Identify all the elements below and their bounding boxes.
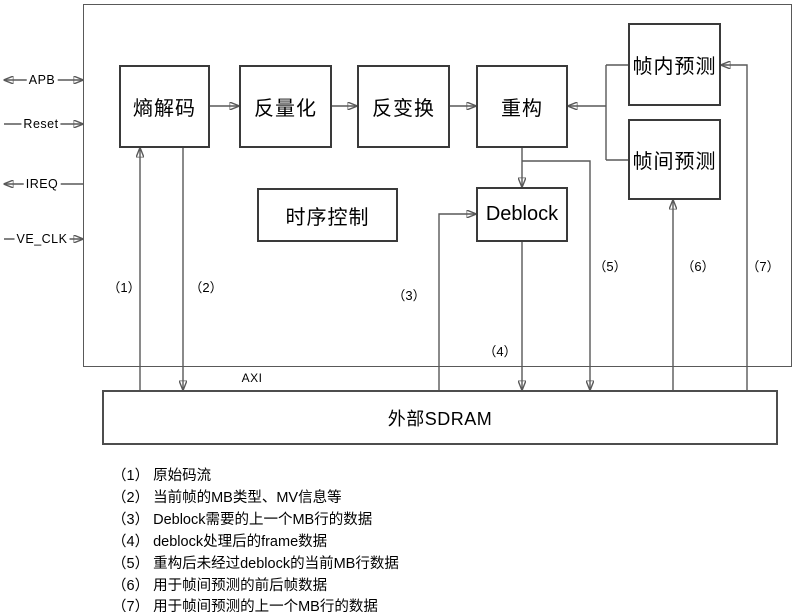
arrow-label-3: （3）	[392, 288, 426, 303]
legend-item-6: （6） 用于帧间预测的前后帧数据	[112, 577, 328, 594]
legend-item-2: （2） 当前帧的MB类型、MV信息等	[112, 489, 342, 506]
inverse-quantization-block: 反量化	[239, 65, 332, 148]
arrow-label-4: （4）	[483, 344, 517, 359]
inter-prediction-block: 帧间预测	[628, 119, 721, 200]
reconstruction-block: 重构	[476, 65, 568, 148]
legend-item-7: （7） 用于帧间预测的上一个MB行的数据	[112, 599, 378, 612]
legend: （1） 原始码流 （2） 当前帧的MB类型、MV信息等 （3） Deblock需…	[112, 466, 399, 612]
external-sdram-block: 外部SDRAM	[102, 390, 778, 445]
arrow-label-5: （5）	[593, 259, 627, 274]
intra-prediction-block: 帧内预测	[628, 23, 721, 106]
deblock-block: Deblock	[476, 187, 568, 242]
arrow-label-1: （1）	[107, 280, 141, 295]
ireq-port-label: IREQ	[23, 177, 61, 191]
decoder-boundary-box	[83, 4, 792, 367]
arrow-label-2: （2）	[189, 280, 223, 295]
timing-control-block: 时序控制	[257, 188, 398, 242]
arrow-5-recon-to-sdram	[522, 160, 590, 390]
inverse-transform-block: 反变换	[357, 65, 450, 148]
axi-bus-label: AXI	[241, 371, 263, 385]
legend-item-3: （3） Deblock需要的上一个MB行的数据	[112, 511, 373, 528]
reset-port-label: Reset	[21, 117, 61, 131]
arrow-7-sdram-to-intra	[721, 65, 748, 390]
legend-item-4: （4） deblock处理后的frame数据	[112, 533, 328, 550]
entropy-decode-block: 熵解码	[119, 65, 210, 148]
arrow-3-sdram-to-deblock	[438, 214, 476, 390]
veclk-port-label: VE_CLK	[14, 232, 70, 246]
apb-port-label: APB	[26, 73, 58, 87]
arrow-label-6: （6）	[681, 259, 715, 274]
arrow-label-7: （7）	[746, 259, 780, 274]
legend-item-5: （5） 重构后未经过deblock的当前MB行数据	[112, 555, 399, 572]
legend-item-1: （1） 原始码流	[112, 468, 212, 484]
